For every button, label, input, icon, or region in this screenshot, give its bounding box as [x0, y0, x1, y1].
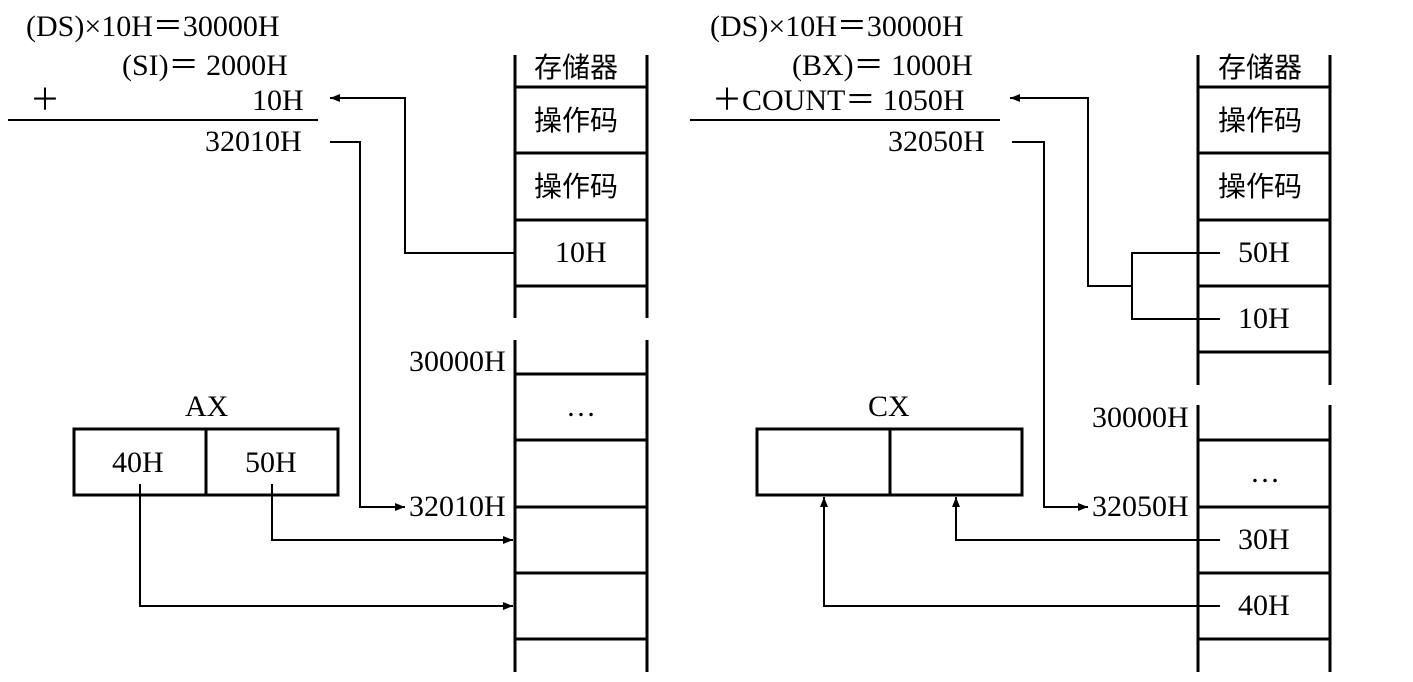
right-memory-dots: … [1250, 456, 1280, 489]
left-memory-cell-disp: 10H [555, 236, 607, 269]
left-calc-line2: (SI)＝ 2000H [122, 49, 288, 82]
left-memory-cell-opcode-1: 操作码 [534, 104, 618, 137]
left-calc-result: 32010H [205, 125, 302, 158]
ax-register-name: AX [185, 390, 229, 423]
left-memory-cell-opcode-2: 操作码 [534, 170, 618, 203]
left-calc-plus: ＋ [30, 84, 60, 117]
right-memory-addr-target: 32050H [1092, 490, 1189, 523]
ax-high-arrow [139, 484, 513, 610]
ax-register-low: 50H [245, 446, 297, 479]
cx-register-name: CX [868, 390, 910, 423]
right-memory-cell-30h: 30H [1238, 523, 1290, 556]
right-calc-line3: ＋COUNT＝ 1050H [712, 84, 965, 117]
cx-high-arrow [820, 497, 1220, 607]
left-disp-arrow [330, 94, 515, 254]
left-calc-line1: (DS)×10H＝30000H [26, 10, 280, 43]
left-memory-bottom: 30000H … 32010H [409, 340, 649, 672]
right-calc-line1: (DS)×10H＝30000H [710, 10, 964, 43]
left-memory-addr-start: 30000H [409, 345, 506, 378]
right-panel: (DS)×10H＝30000H (BX)＝ 1000H ＋COUNT＝ 1050… [690, 10, 1332, 672]
right-calc-result: 32050H [888, 125, 985, 158]
left-memory-top: 存储器 操作码 操作码 10H [513, 51, 649, 318]
right-memory-header: 存储器 [1218, 51, 1302, 84]
left-calc-line3: 10H [252, 84, 304, 117]
right-memory-addr-start: 30000H [1092, 401, 1189, 434]
right-ea-arrow [1012, 141, 1088, 511]
ax-low-arrow [271, 484, 513, 544]
right-calc-line2: (BX)＝ 1000H [792, 49, 973, 82]
right-memory-bottom: 30000H … 32050H 30H 40H [1092, 401, 1332, 672]
left-panel: (DS)×10H＝30000H (SI)＝ 2000H ＋ 10H 32010H… [8, 10, 649, 672]
right-memory-top: 存储器 操作码 操作码 50H 10H [1196, 51, 1332, 385]
right-memory-cell-40h: 40H [1238, 589, 1290, 622]
left-memory-dots: … [566, 390, 596, 423]
ax-register-high: 40H [112, 446, 164, 479]
right-memory-cell-opcode-1: 操作码 [1218, 104, 1302, 137]
ax-register: AX 40H 50H [72, 390, 340, 497]
right-memory-cell-disp-high: 10H [1238, 302, 1290, 335]
right-memory-cell-opcode-2: 操作码 [1218, 170, 1302, 203]
left-memory-addr-target: 32010H [409, 490, 506, 523]
right-disp-arrow [1010, 94, 1132, 287]
cx-register: CX [755, 390, 1024, 497]
cx-low-arrow [952, 497, 1220, 541]
right-memory-cell-disp-low: 50H [1238, 236, 1290, 269]
left-ea-arrow [330, 141, 405, 511]
left-memory-header: 存储器 [534, 51, 618, 84]
